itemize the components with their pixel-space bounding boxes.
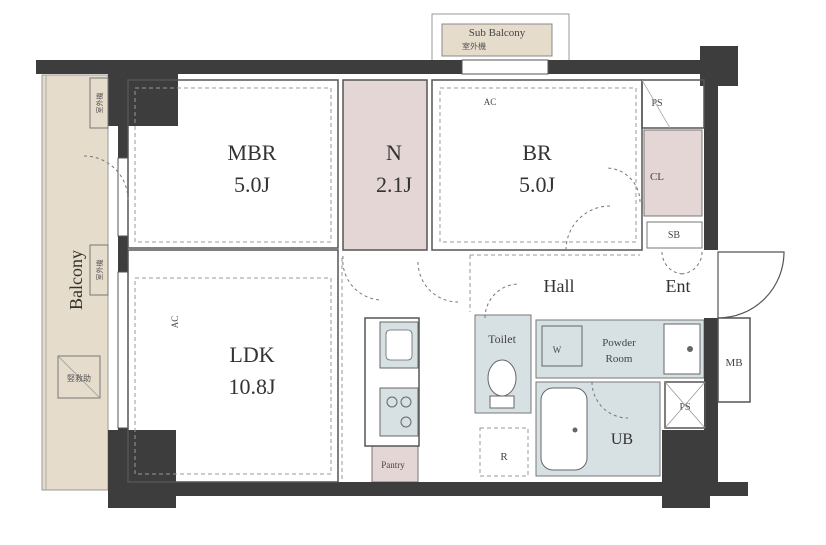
hatch-label: 竪救助 [67,373,91,383]
powder-room-label-1: Powder [602,337,636,349]
n-size: 2.1J [376,172,413,197]
vanity-faucet-icon [687,346,693,352]
sb-shoe-box [646,221,703,249]
cl-label: CL [650,171,664,183]
n-closet-fill [343,80,427,250]
cl-closet-fill [643,129,703,217]
ldk-name: LDK [229,342,274,367]
toilet-tank-icon [489,395,515,409]
ps-top-label: PS [651,98,662,109]
outdoor-unit-1-label: 室外機 [95,93,104,114]
pantry-fill [371,445,419,483]
hatch-diagonal-1 [57,355,101,399]
mbr-name: MBR [228,140,277,165]
refrigerator-label: R [500,451,508,463]
ps-bottom-label: PS [679,402,690,413]
br-name: BR [522,140,552,165]
ac-ldk-label: AC [170,316,180,329]
wall-right-upper [704,60,718,250]
door-swings [83,155,703,419]
sub-balcony-unit [441,23,553,57]
ps-top-diagonal [641,79,671,129]
entrance-door[interactable] [717,251,785,319]
ldk-size: 10.8J [228,374,276,399]
wall-top [36,60,738,74]
wall-bottom [108,482,748,496]
powder-room-label-2: Room [606,353,633,365]
ent-label: Ent [666,276,691,296]
wall-right-lower [704,318,718,488]
sub-balcony-unit-label: 室外機 [462,41,486,51]
washer-label: W [553,345,562,355]
kitchen-sink-basin [385,329,413,361]
outdoor-unit-2-box [89,244,109,296]
kitchen-stove [379,387,419,437]
burner-icon-3 [400,416,412,428]
washer-icon [541,325,583,367]
ceiling-dashes [134,87,640,482]
bathtub-drain-icon [572,427,578,433]
interior-walls [127,79,751,483]
wall-top-right-block [700,46,738,86]
outdoor-unit-1-box [89,77,109,129]
n-name: N [386,140,402,165]
ac-br-label: AC [484,97,497,107]
hall-label: Hall [544,276,575,296]
outdoor-unit-2-label: 室外機 [95,260,104,281]
wall-top-left-block [108,60,178,126]
wall-sub-balcony-left [432,60,462,74]
vanity-icon [663,323,701,375]
mbr-size: 5.0J [234,172,271,197]
bathtub-icon [540,387,588,471]
balcony-window-upper [117,157,129,237]
sb-label: SB [668,230,681,241]
ps-bottom-diagonal-2 [664,381,706,429]
toilet-bowl-icon [487,359,517,397]
ub-label: UB [611,431,633,448]
wall-bottom-right-block [662,430,710,508]
wall-bottom-left-block [108,430,176,508]
balcony-window-lower [117,271,129,429]
burner-icon-2 [400,396,412,408]
pantry-label: Pantry [381,460,405,470]
mb-label: MB [725,357,742,369]
sub-balcony-window [461,59,549,75]
burner-icon-1 [386,396,398,408]
toilet-label: Toilet [488,332,516,346]
sub-balcony-label: Sub Balcony [469,27,526,39]
br-size: 5.0J [519,172,556,197]
balcony-label: Balcony [66,250,86,310]
